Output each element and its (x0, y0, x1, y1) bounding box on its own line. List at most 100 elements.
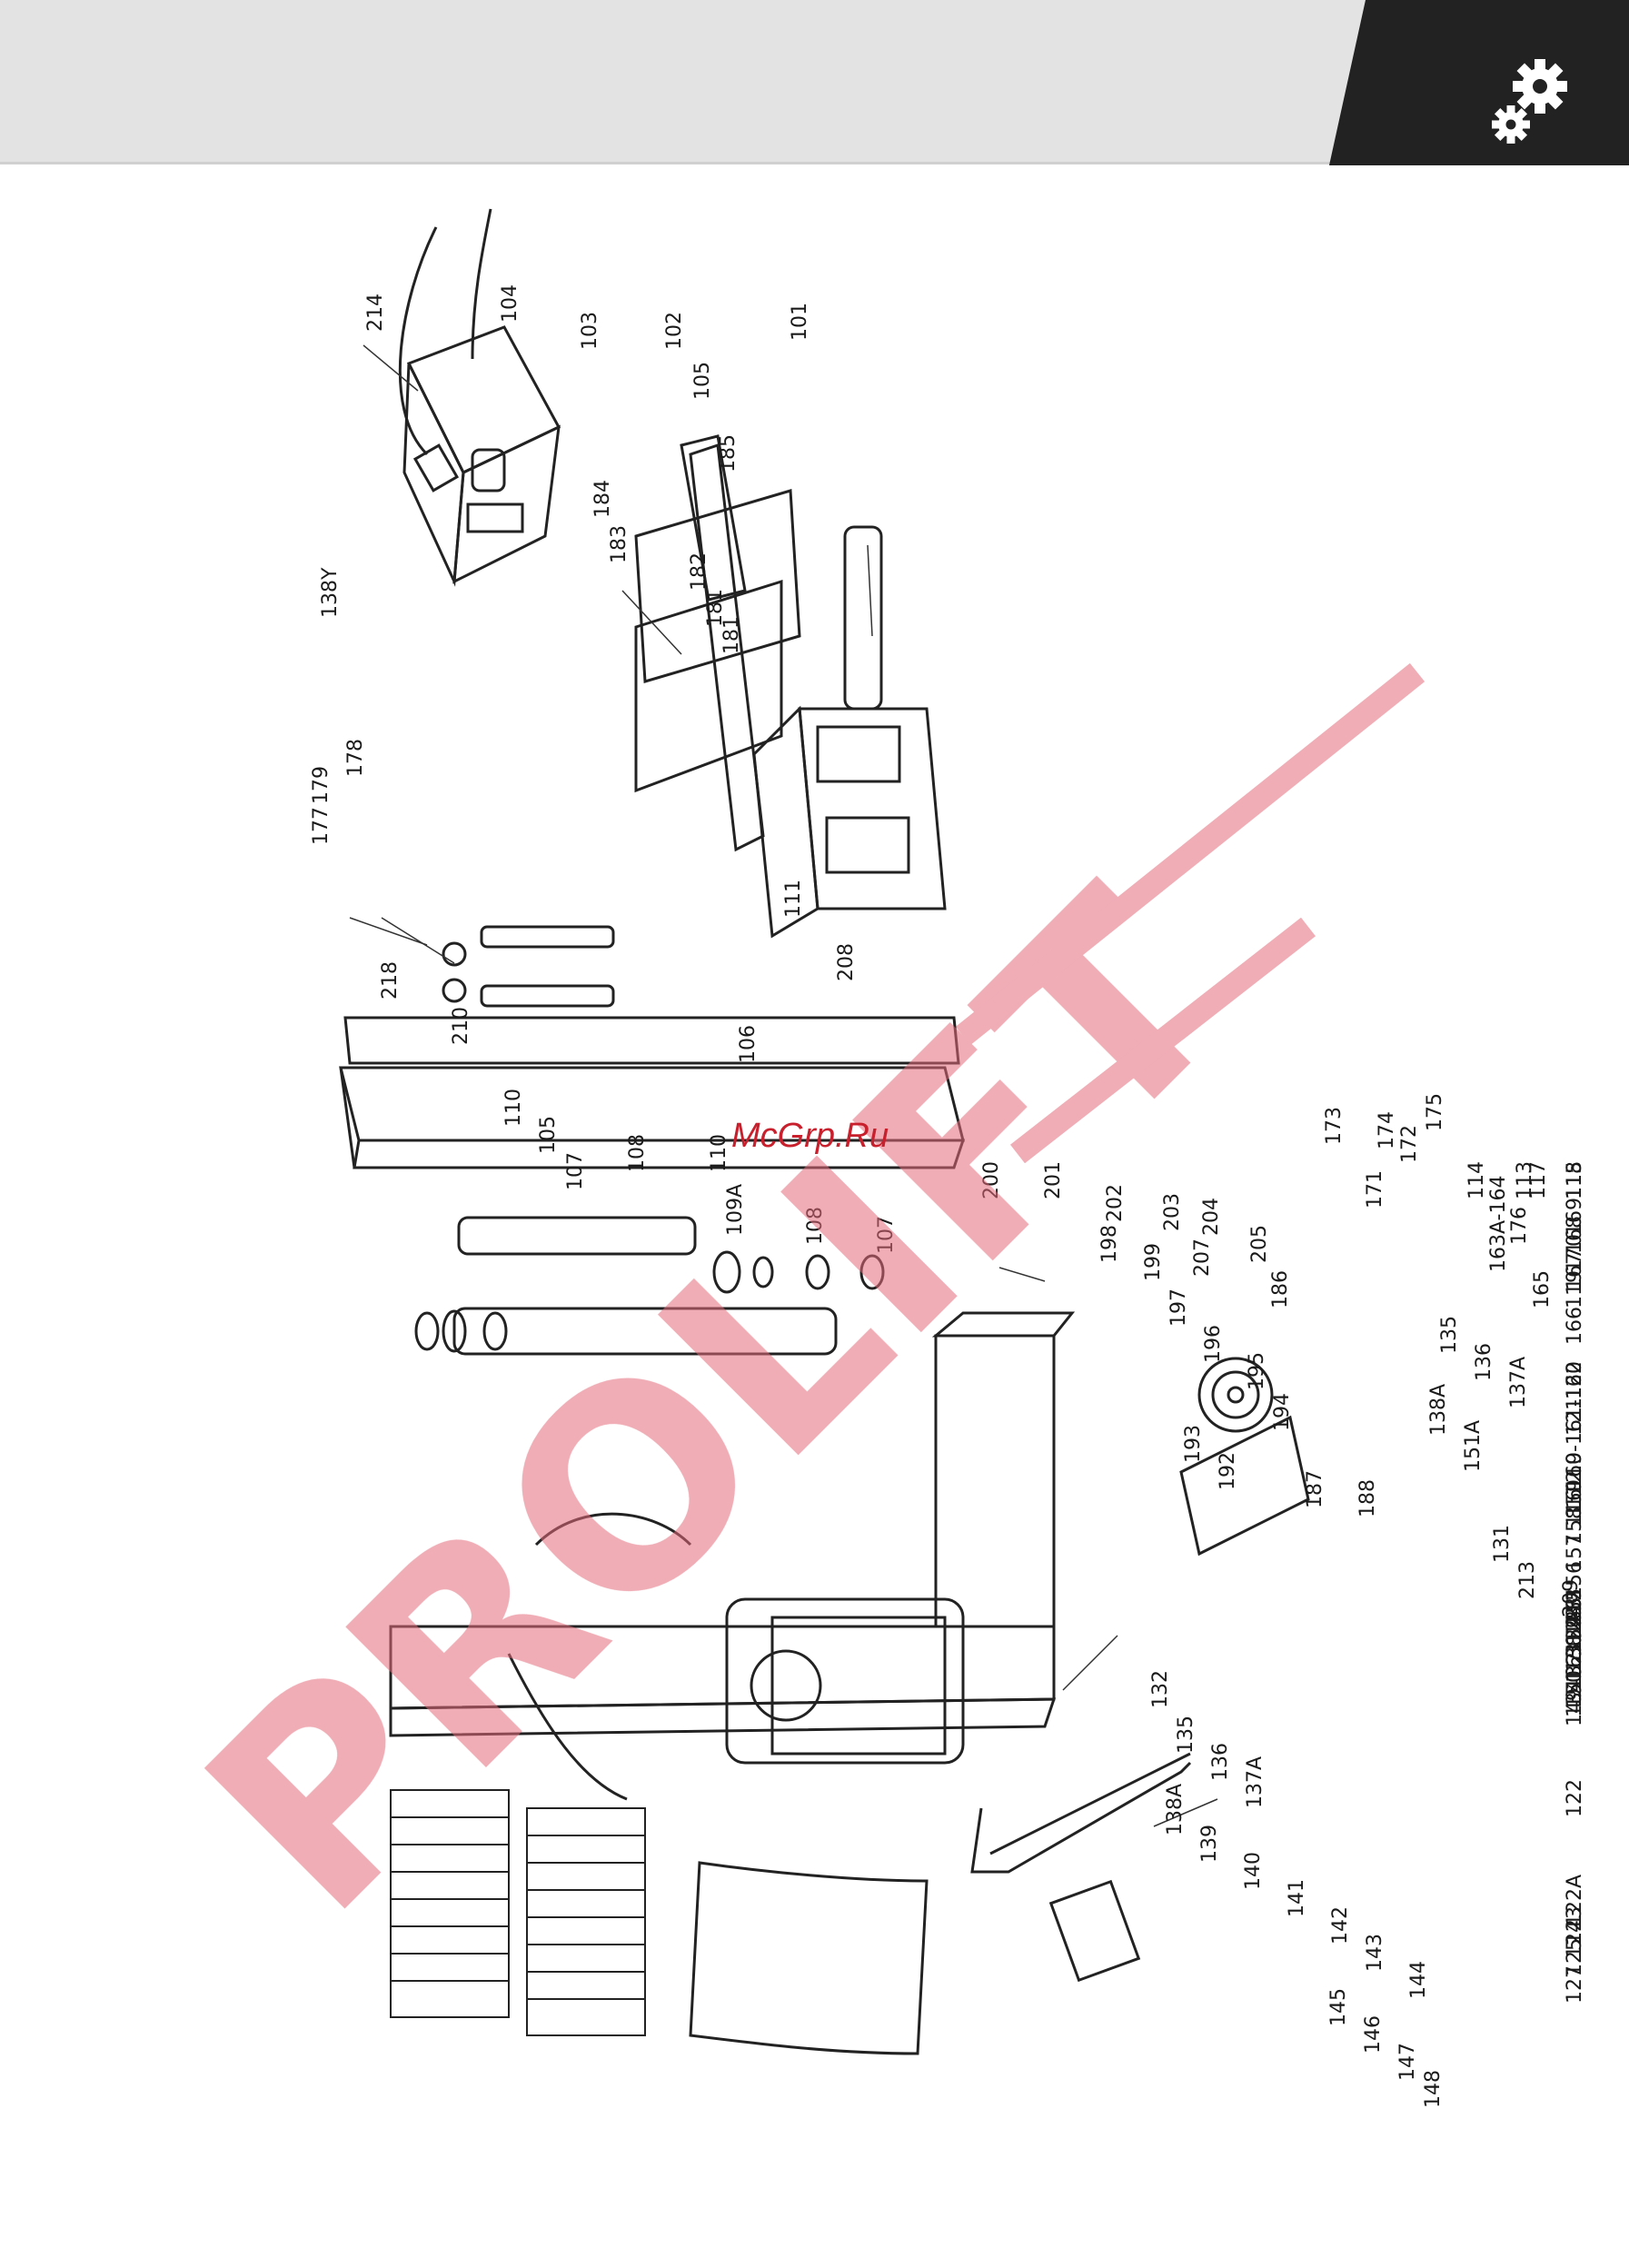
part-label: 194 (1271, 1393, 1294, 1431)
part-label: 136 (1473, 1343, 1495, 1381)
part-label: 105 (537, 1116, 560, 1154)
pump-motor (725, 1597, 965, 1765)
leader-lines (349, 344, 1218, 1827)
part-label: 202 (1104, 1184, 1127, 1222)
part-label: 151A (1462, 1420, 1485, 1472)
part-label: 210 (450, 1007, 472, 1045)
part-label: 137 (1564, 1652, 1586, 1690)
part-label: 126 (1564, 1597, 1586, 1636)
part-label: 119 (1564, 1270, 1586, 1308)
part-label: 113 (1514, 1161, 1536, 1199)
part-label: 175 (1424, 1093, 1446, 1131)
part-label: 115 (1564, 1161, 1586, 1199)
part-label: 148 (1422, 2070, 1445, 2108)
part-label: 136 (1209, 1743, 1232, 1781)
part-label: 137A (1244, 1756, 1266, 1808)
part-label: 218 (379, 961, 402, 1000)
part-label: 145 (1327, 1988, 1350, 2026)
part-label: 187 (1304, 1470, 1326, 1508)
part-label: 110 (502, 1089, 525, 1127)
part-label: 121 (1564, 1398, 1586, 1436)
part-label: 184 (591, 480, 614, 518)
watermark-text: PROLIFT (148, 835, 1285, 1972)
part-label: 134 (1564, 1679, 1586, 1717)
part-label: 200 (980, 1161, 1003, 1199)
part-label: 135 (1438, 1316, 1461, 1354)
part-label: 130 (1564, 1634, 1586, 1672)
part-label: 207 (1191, 1238, 1214, 1277)
part-label: 186 (1269, 1270, 1292, 1308)
part-label: 132 (1149, 1670, 1172, 1708)
part-label: 181 (720, 616, 743, 654)
part-label: 102 (663, 312, 686, 350)
part-label: 119 (1564, 1452, 1586, 1490)
part-label: 104 (499, 284, 521, 323)
part-label: 138A (1427, 1384, 1450, 1436)
part-label: 183 (608, 525, 631, 563)
drawing-outlines (339, 208, 1310, 2055)
part-label: 116 (1564, 1488, 1586, 1527)
part-label: 177 (310, 807, 333, 845)
part-label: 141 (1286, 1879, 1308, 1917)
part-label: 146 (1362, 2015, 1385, 2054)
part-label: 124 (1564, 1920, 1586, 1958)
pump-handle (970, 1752, 1192, 1983)
part-label: 123 (1564, 1906, 1586, 1945)
part-label: 168 (1564, 1216, 1586, 1254)
part-label: 159 (1564, 1479, 1586, 1517)
part-label: 156 (1564, 1561, 1586, 1599)
part-label: 195 (1246, 1352, 1268, 1390)
part-label: 106 (737, 1025, 760, 1063)
part-label: 173 (1323, 1107, 1346, 1145)
side-covers (390, 1789, 646, 2036)
part-label: 114 (1465, 1161, 1488, 1199)
part-label: 208 (835, 943, 858, 981)
part-label: 157 (1564, 1534, 1586, 1572)
part-label: 151 (1564, 1670, 1586, 1708)
part-label: 108 (626, 1134, 649, 1172)
part-label: 138A (1164, 1784, 1187, 1835)
power-unit-box (402, 325, 561, 587)
part-label: 213 (1516, 1561, 1539, 1599)
part-label: 182 (688, 552, 710, 591)
part-label: 212 (1564, 1588, 1586, 1626)
part-label: 132 (1564, 1652, 1586, 1690)
gears-icon (1492, 59, 1567, 144)
part-label: 155 (1564, 1588, 1586, 1626)
part-label: 154 (1564, 1616, 1586, 1654)
part-label: 139 (1198, 1825, 1221, 1863)
part-label: 163 (1564, 1643, 1586, 1681)
part-label: 128 (1564, 1606, 1586, 1645)
part-label: 125 (1564, 1938, 1586, 1976)
watermark-site: McGrp.Ru (731, 1117, 889, 1155)
left-column (389, 1311, 1076, 1737)
part-label: 122 (1564, 1779, 1586, 1817)
forks (634, 434, 801, 852)
part-label: 149 (1564, 1688, 1586, 1726)
part-label: 214 (364, 293, 387, 332)
part-label: 196 (1202, 1325, 1225, 1363)
part-label: 137A (1507, 1357, 1530, 1408)
part-label: 143 (1364, 1934, 1386, 1972)
part-label: 199 (1142, 1243, 1165, 1281)
part-label: 201 (1042, 1161, 1065, 1199)
part-label: 127 (1564, 1965, 1586, 2004)
part-label: 147 (1396, 2043, 1419, 2081)
part-label: 140 (1242, 1852, 1265, 1890)
part-label: 166 (1564, 1307, 1586, 1345)
front-panel (689, 1861, 929, 2055)
part-label: 144 (1407, 1961, 1430, 1999)
part-label: 192 (1217, 1452, 1239, 1490)
part-label: 111 (782, 880, 805, 918)
part-label: 101 (789, 303, 811, 341)
part-label: 172 (1398, 1125, 1421, 1163)
part-label: 188 (1356, 1479, 1379, 1517)
right-column (339, 1016, 966, 1169)
part-label: 135 (1175, 1716, 1197, 1754)
part-label: 138Y (319, 567, 342, 618)
part-label: 105 (691, 362, 714, 400)
part-label: 178 (344, 739, 367, 777)
part-label: 198 (1098, 1225, 1121, 1263)
part-label: 204 (1200, 1198, 1223, 1236)
